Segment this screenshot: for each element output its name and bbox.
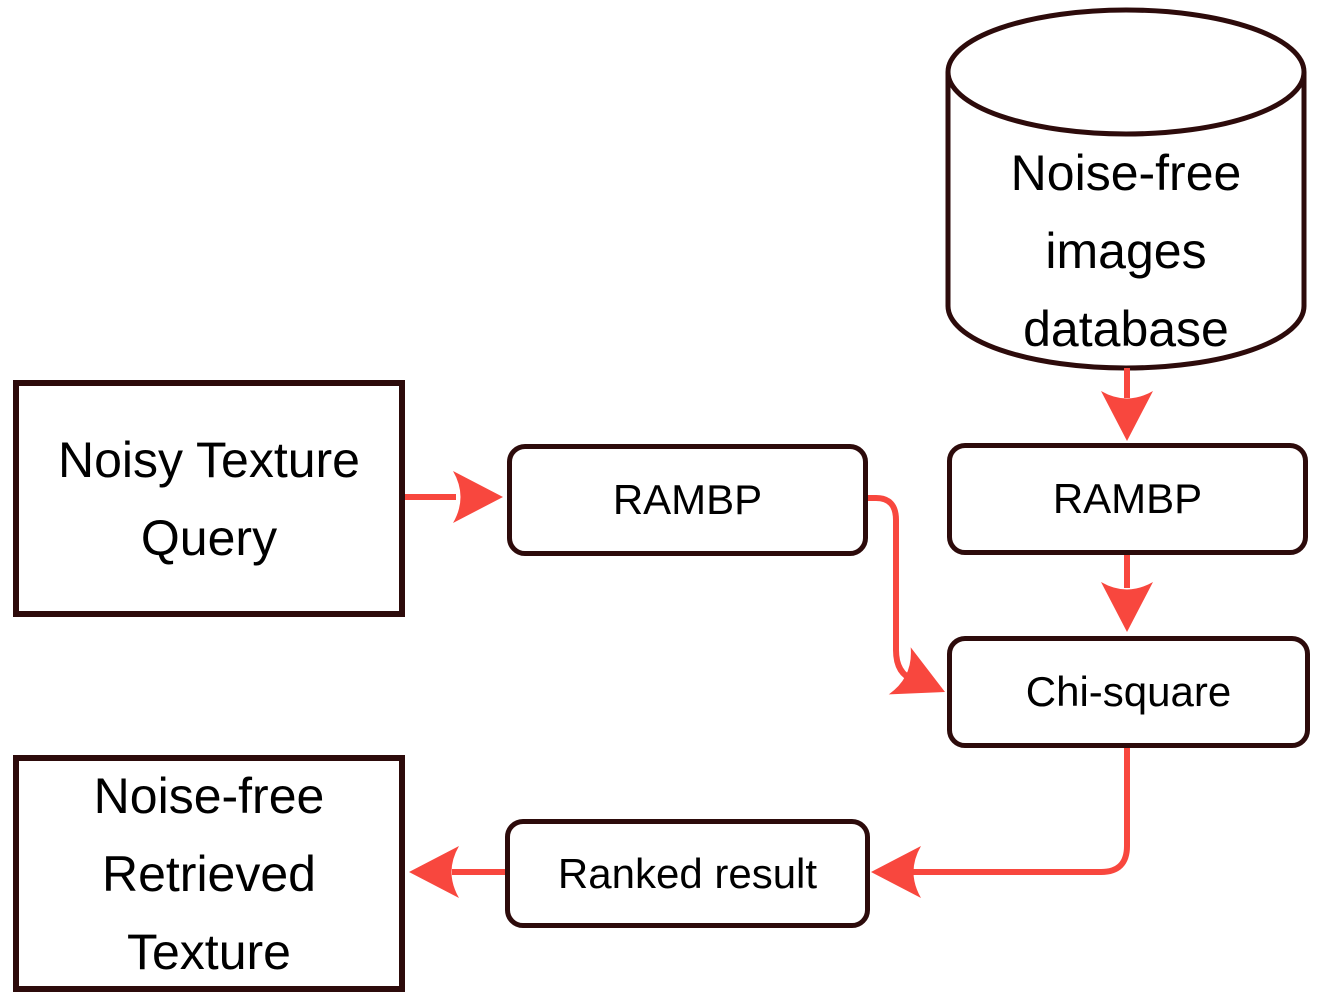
ranked-result-label: Ranked result	[557, 849, 818, 897]
node-ranked-result: Ranked result	[505, 819, 870, 928]
arrow-chisquare-to-ranked-curve	[912, 748, 1130, 875]
database-cylinder-shape	[945, 7, 1307, 371]
database-label-line: database	[1023, 301, 1229, 357]
node-rambp-database: RAMBP	[947, 443, 1308, 555]
arrowhead-right-query	[453, 471, 503, 523]
rambp-database-label: RAMBP	[1052, 475, 1203, 522]
retrieved-label-line: Texture	[127, 923, 291, 980]
retrieved-label-line: Retrieved	[101, 845, 316, 902]
arrow-rambp-to-chisquare-curve	[868, 495, 916, 683]
rambp-query-label: RAMBP	[612, 476, 763, 523]
node-retrieved-texture: Noise-free Retrieved Texture	[13, 755, 405, 992]
noisy-query-label-line: Query	[140, 509, 278, 566]
noisy-query-label-line: Noisy Texture	[58, 431, 360, 488]
arrowhead-into-retrieved	[409, 846, 459, 898]
arrowhead-down-rambp2	[1101, 582, 1153, 632]
database-label-line: Noise-free	[1010, 145, 1242, 201]
node-database-label: Noise-free images database	[948, 134, 1304, 368]
node-noisy-texture-query: Noisy Texture Query	[13, 380, 405, 617]
node-chi-square: Chi-square	[947, 636, 1310, 748]
database-label-line: images	[1045, 223, 1207, 279]
node-rambp-query: RAMBP	[507, 444, 868, 556]
retrieved-label-line: Noise-free	[93, 767, 325, 824]
arrowhead-down-db	[1101, 391, 1153, 441]
arrowhead-into-ranked	[871, 846, 921, 898]
chi-square-label: Chi-square	[1025, 668, 1232, 715]
